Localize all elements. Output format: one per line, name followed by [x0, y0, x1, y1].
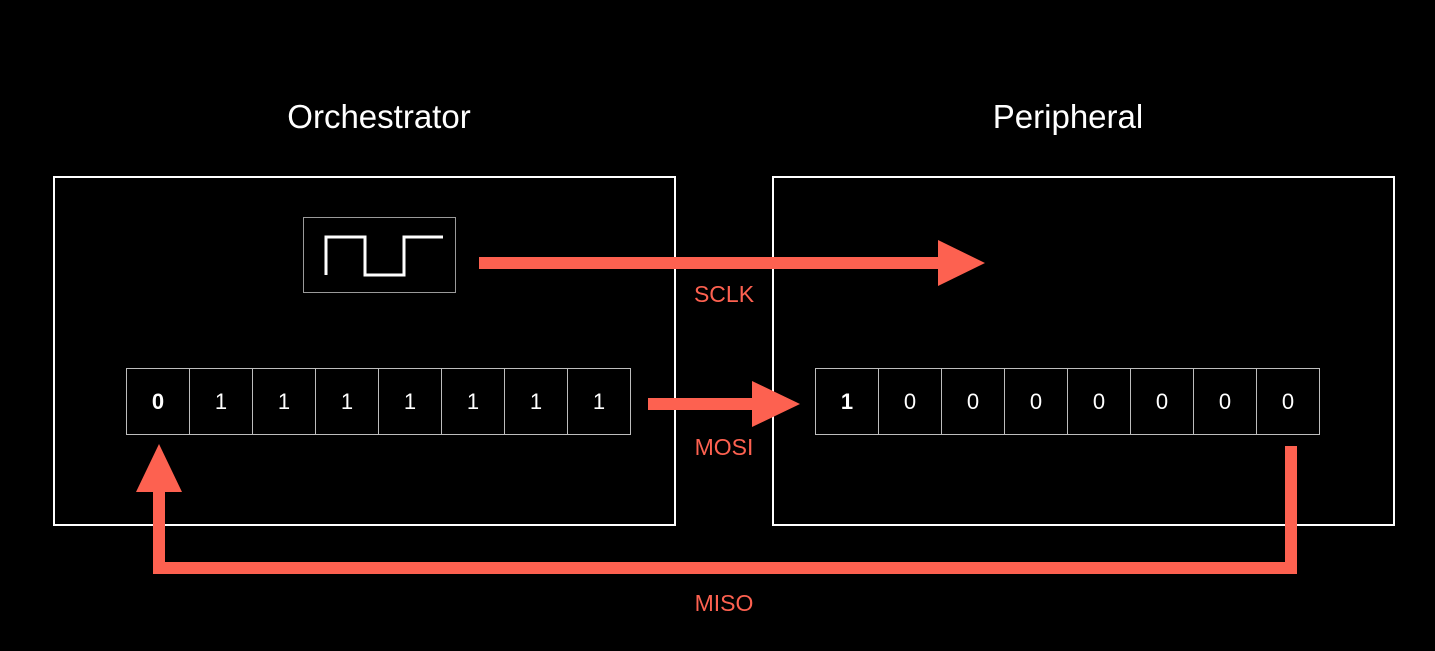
orchestrator-title: Orchestrator — [287, 98, 471, 135]
sclk-label: SCLK — [693, 281, 755, 307]
miso-arrow — [136, 444, 1297, 574]
register-bit: 1 — [567, 368, 631, 435]
register-bit: 0 — [1256, 368, 1320, 435]
peripheral-title: Peripheral — [992, 98, 1144, 135]
mosi-label: MOSI — [694, 434, 754, 460]
miso-label: MISO — [694, 590, 754, 616]
sclk-arrow — [479, 240, 985, 286]
orchestrator-box — [53, 176, 676, 526]
peripheral-register: 1 0 0 0 0 0 0 0 — [815, 368, 1320, 435]
mosi-arrow — [648, 381, 800, 427]
peripheral-box — [772, 176, 1395, 526]
square-wave-icon — [324, 235, 443, 277]
orchestrator-register: 0 1 1 1 1 1 1 1 — [126, 368, 631, 435]
clock-generator — [303, 217, 456, 293]
